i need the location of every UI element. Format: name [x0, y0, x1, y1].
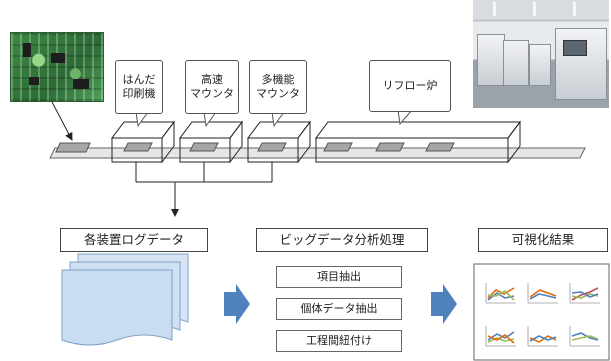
mini-chart-4 [485, 326, 516, 347]
callout-multi-function-mounter: 多機能 マウンタ [249, 60, 307, 114]
pcb-pointer-arrow [51, 101, 73, 141]
step-individual-extraction: 個体データ抽出 [276, 298, 402, 320]
mini-line-charts [485, 283, 600, 347]
section-analysis-header: ビッグデータ分析処理 [256, 228, 428, 252]
circuit-board-photo [10, 32, 104, 102]
mini-chart-5 [527, 326, 558, 347]
step-process-linking: 工程間紐付け [276, 330, 402, 352]
conveyor-rail [49, 147, 586, 159]
log-connector-lines [135, 162, 273, 217]
mini-chart-1 [485, 283, 516, 304]
section-visualization-header: 可視化結果 [478, 228, 608, 252]
reflow-oven-box [315, 120, 521, 164]
section-logs-header: 各装置ログデータ [60, 228, 208, 252]
high-speed-mounter-box [179, 120, 243, 164]
flow-arrow-2 [431, 284, 457, 324]
mini-chart-3 [569, 283, 600, 304]
callout-tail-multi [271, 111, 285, 128]
callout-tail-highspeed [203, 111, 217, 128]
callout-reflow-oven: リフロー炉 [369, 60, 451, 112]
visualization-frame [473, 263, 610, 361]
callout-solder-printer: はんだ 印刷機 [115, 60, 163, 114]
stacked-documents-icon [61, 253, 189, 346]
pcb-boards [55, 142, 455, 153]
smt-line-photo [473, 0, 609, 108]
mini-chart-2 [527, 283, 558, 304]
multi-function-mounter-box [247, 120, 311, 164]
mini-chart-6 [569, 326, 600, 347]
callout-tail-solder [135, 111, 149, 128]
flow-arrow-1 [224, 284, 250, 324]
step-item-extraction: 項目抽出 [276, 266, 402, 288]
callout-high-speed-mounter: 高速 マウンタ [185, 60, 239, 114]
solder-printer-box [111, 120, 175, 164]
